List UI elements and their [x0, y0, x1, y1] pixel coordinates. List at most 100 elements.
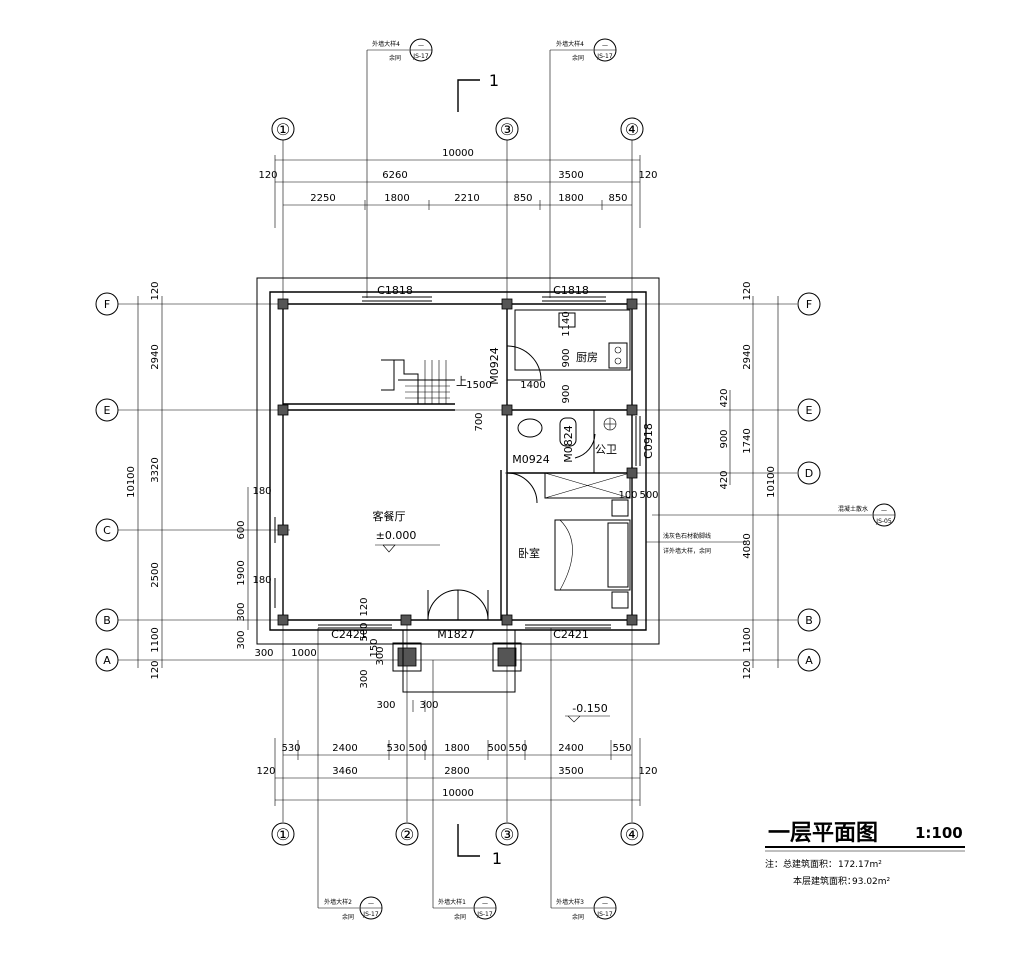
dim-int-300f: 1000 [291, 648, 316, 659]
bubble-left-F: F [104, 298, 110, 311]
dim-left-total: 10100 [126, 466, 137, 498]
dim-bot-edge-right: 120 [638, 766, 657, 777]
dim-bot-edge-left: 120 [256, 766, 275, 777]
door-m0924-kitchen: M0924 [488, 347, 501, 385]
stair: 上 [381, 359, 467, 404]
dim-right-4080: 4080 [742, 533, 753, 558]
room-kitchen: 厨房 [576, 351, 598, 364]
dim-int-700: 700 [474, 412, 485, 431]
dim-top-1800b: 1800 [558, 193, 583, 204]
entrance-steps [402, 629, 516, 712]
dim-left-180a: 180 [252, 486, 271, 497]
window-c1818-left: C1818 [377, 284, 413, 297]
dim-right-1740: 1740 [742, 428, 753, 453]
dim-left-2940: 2940 [150, 344, 161, 369]
callout-wall2-bot: JS-17 [362, 911, 379, 918]
bubble-right-E: E [806, 404, 813, 417]
dim-bot-total: 10000 [442, 788, 474, 799]
dim-bot-530a: 530 [281, 743, 300, 754]
dim-top-3500: 3500 [558, 170, 583, 181]
dim-top-total: 10000 [442, 148, 474, 159]
callout-wall4-right-bot: JS-17 [596, 53, 613, 60]
callout-wall4-left: 外墙大样4 [372, 40, 400, 48]
dim-left-300b: 300 [236, 630, 247, 649]
callout-wall2: 外墙大样2 [324, 898, 352, 906]
dim-left-1100: 1100 [150, 627, 161, 652]
dim-left-120-bot: 120 [150, 660, 161, 679]
dim-int-1140: 1140 [561, 311, 572, 336]
section-mark-top-label: 1 [489, 71, 499, 90]
room-living-dining: 客餐厅 [373, 509, 406, 523]
callouts-bottom: 外墙大样2 余同 — JS-17 外墙大样1 余同 — JS-17 外墙大样3 … [317, 628, 617, 921]
callout-wall4-right-top: — [602, 42, 608, 49]
dim-int-900b: 900 [561, 384, 572, 403]
callout-wall1: 外墙大样1 [438, 898, 466, 906]
dim-top-1800a: 1800 [384, 193, 409, 204]
title-block: 一层平面图 1:100 注：总建筑面积： 172.17m² 本层建筑面积： 93… [765, 821, 965, 887]
section-mark-bottom: 1 [457, 824, 502, 868]
dim-right-120-top: 120 [742, 281, 753, 300]
dim-bot-3500: 3500 [558, 766, 583, 777]
level-main: ±0.000 [376, 529, 417, 542]
bubble-right-A: A [805, 654, 813, 667]
callout-wall3: 外墙大样3 [556, 898, 584, 906]
dim-top-2250: 2250 [310, 193, 335, 204]
bubble-left-E: E [104, 404, 111, 417]
dimensions-left: 120 2940 3320 2500 1100 120 10100 180 60… [126, 281, 272, 679]
dim-int-300b: 300 [359, 669, 370, 688]
dim-top-850a: 850 [513, 193, 532, 204]
dim-left-300a: 300 [236, 602, 247, 621]
dim-bot-500a: 500 [408, 743, 427, 754]
callout-concrete-band: 混凝土散水 [838, 505, 868, 513]
callout-wall4-right-same: 余同 [572, 54, 584, 62]
dim-top-edge-left: 120 [258, 170, 277, 181]
callout-wall3-bot: JS-17 [596, 911, 613, 918]
dim-top-850b: 850 [608, 193, 627, 204]
callout-wall4-left-same: 余同 [389, 54, 401, 62]
column-hatches [277, 298, 638, 672]
window-c0918: C0918 [642, 423, 655, 459]
callout-wall4-right: 外墙大样4 [556, 40, 584, 48]
windows [274, 296, 641, 629]
room-labels: 厨房 公卫 客餐厅 ±0.000 卧室 -0.150 [373, 351, 617, 723]
dimensions-top: 10000 120 120 6260 3500 2250 1800 2210 8… [258, 148, 658, 228]
dim-bot-3460: 3460 [332, 766, 357, 777]
dim-bot-550a: 550 [508, 743, 527, 754]
window-c2421-right: C2421 [553, 628, 589, 641]
note-floor-value: 93.02m² [852, 877, 891, 887]
dim-left-180b: 180 [252, 575, 271, 586]
dim-left-3320: 3320 [150, 457, 161, 482]
bubble-right-F: F [806, 298, 812, 311]
callout-skirting-1: 浅灰色石材勒脚线 [663, 532, 711, 540]
drawing-scale: 1:100 [915, 824, 963, 842]
note-total-value: 172.17m² [838, 860, 882, 870]
dim-top-edge-right: 120 [638, 170, 657, 181]
bubble-left-C: C [103, 524, 111, 537]
dim-top-2210: 2210 [454, 193, 479, 204]
dim-int-1400: 1400 [520, 380, 545, 391]
dim-int-300e: 300 [254, 648, 273, 659]
dim-int-300c: 300 [376, 700, 395, 711]
callouts-right: 混凝土散水 — JS-05 浅灰色石材勒脚线 详外墙大样，余同 [646, 503, 896, 555]
dim-right-total: 10100 [766, 466, 777, 498]
dim-right-420b: 420 [719, 470, 730, 489]
bubble-bottom-3: ③ [500, 825, 514, 844]
dim-left-2500: 2500 [150, 562, 161, 587]
dim-bot-550b: 550 [612, 743, 631, 754]
bubble-right-B: B [805, 614, 813, 627]
toilet-fixtures [517, 417, 617, 447]
callout-wall4-left-bot: JS-17 [412, 53, 429, 60]
callout-wall1-bot: JS-17 [476, 911, 493, 918]
callout-skirting-2: 详外墙大样，余同 [663, 547, 711, 555]
door-m0924-bedroom: M0924 [512, 453, 550, 466]
room-bedroom: 卧室 [518, 546, 540, 560]
bubble-right-D: D [805, 467, 813, 480]
dim-top-6260: 6260 [382, 170, 407, 181]
dim-left-600: 600 [236, 520, 247, 539]
kitchen-fixtures [514, 309, 631, 371]
grid-bubbles-top: ① ③ ④ [271, 117, 644, 141]
bed [554, 499, 631, 609]
dim-int-500b: 500 [359, 622, 370, 641]
stair-up-label: 上 [456, 375, 467, 388]
